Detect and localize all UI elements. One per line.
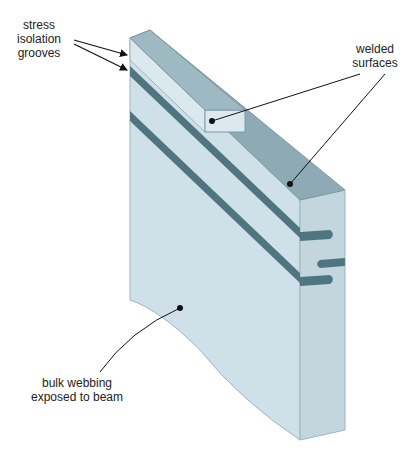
groove-notch: [300, 230, 333, 241]
leader-arrow: [74, 44, 127, 70]
leader-dot: [177, 305, 183, 311]
callout-label: welded surfaces: [340, 42, 410, 70]
callout-label: bulk webbing exposed to beam: [22, 376, 132, 404]
welded-end-surface: [205, 110, 245, 132]
leader-line: [290, 74, 385, 184]
lip-top: [130, 30, 245, 110]
callout-label: stress isolation grooves: [4, 18, 74, 60]
end-face: [300, 190, 345, 440]
groove-notch: [317, 258, 345, 268]
leader-line: [100, 308, 180, 372]
leader-dot: [287, 181, 293, 187]
isolation-groove: [130, 66, 300, 238]
leader-dot: [209, 118, 215, 124]
isolation-groove: [130, 111, 300, 283]
leader-line: [212, 74, 360, 121]
groove-notch: [300, 275, 333, 286]
